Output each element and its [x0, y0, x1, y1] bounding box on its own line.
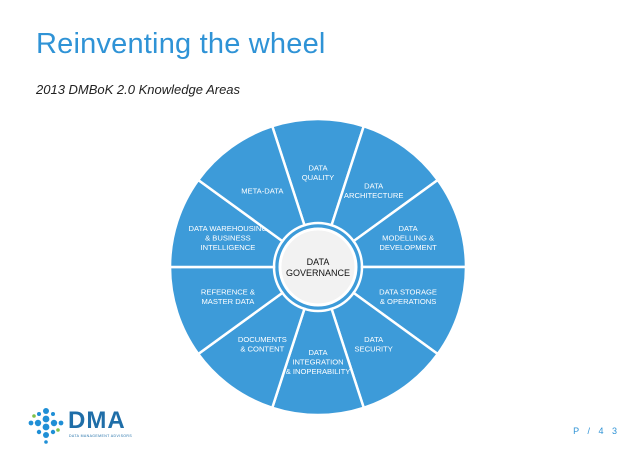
dma-logo-word: DMA — [68, 407, 126, 434]
label-line: & CONTENT — [240, 344, 284, 353]
label-line: INTEGRATION — [292, 358, 343, 367]
label-reference-master-data: REFERENCE &MASTER DATA — [201, 288, 255, 307]
label-line: DOCUMENTS — [238, 335, 287, 344]
dma-logo-tagline: DATA MANAGEMENT ADVISORS — [69, 434, 133, 438]
center-label-line: GOVERNANCE — [286, 268, 350, 278]
label-line: DATA WAREHOUSING — [189, 224, 268, 233]
label-data-storage-operations: DATA STORAGE& OPERATIONS — [379, 288, 437, 307]
label-line: & BUSINESS — [205, 234, 251, 243]
page-number: 4 3 — [598, 426, 620, 436]
label-line: DATA — [399, 224, 419, 233]
segment-data-integration-interoperability — [270, 307, 366, 417]
label-line: DATA — [308, 348, 328, 357]
label-line: & OPERATIONS — [380, 297, 436, 306]
label-line: DATA STORAGE — [379, 288, 437, 297]
label-line: QUALITY — [302, 173, 335, 182]
segment-data-warehousing-bi — [168, 178, 285, 269]
dma-logo-icon — [28, 408, 64, 444]
segment-data-modelling-development — [351, 178, 468, 269]
page-indicator: P / 4 3 — [573, 426, 620, 436]
label-line: DATA — [308, 164, 328, 173]
label-line: DATA — [364, 182, 384, 191]
label-line: ARCHITECTURE — [344, 191, 404, 200]
center-hub — [278, 227, 358, 307]
slide-subtitle: 2013 DMBoK 2.0 Knowledge Areas — [36, 82, 241, 97]
label-line: META-DATA — [241, 186, 284, 195]
label-line: & INOPERABILITY — [286, 367, 351, 376]
slide-title: Reinventing the wheel — [36, 28, 326, 60]
label-line: REFERENCE & — [201, 288, 255, 297]
center-label-line: DATA — [307, 257, 330, 267]
segment-reference-master-data — [168, 265, 285, 356]
segment-documents-content — [196, 291, 306, 410]
label-line: SECURITY — [354, 344, 392, 353]
segment-data-storage-operations — [351, 265, 468, 356]
label-meta-data: META-DATA — [241, 186, 284, 195]
page-prefix: P / — [573, 426, 593, 436]
segment-meta-data — [196, 124, 306, 243]
label-documents-content: DOCUMENTS& CONTENT — [238, 335, 287, 354]
label-line: MODELLING & — [382, 234, 434, 243]
label-line: DATA — [364, 335, 384, 344]
label-line: DEVELOPMENT — [379, 243, 437, 252]
label-line: MASTER DATA — [201, 297, 255, 306]
segment-data-security — [330, 291, 440, 410]
label-line: INTELLIGENCE — [200, 243, 255, 252]
segment-data-quality — [270, 117, 366, 227]
dma-logo: DMA DATA MANAGEMENT ADVISORS — [26, 405, 176, 445]
segment-data-architecture — [330, 124, 440, 243]
